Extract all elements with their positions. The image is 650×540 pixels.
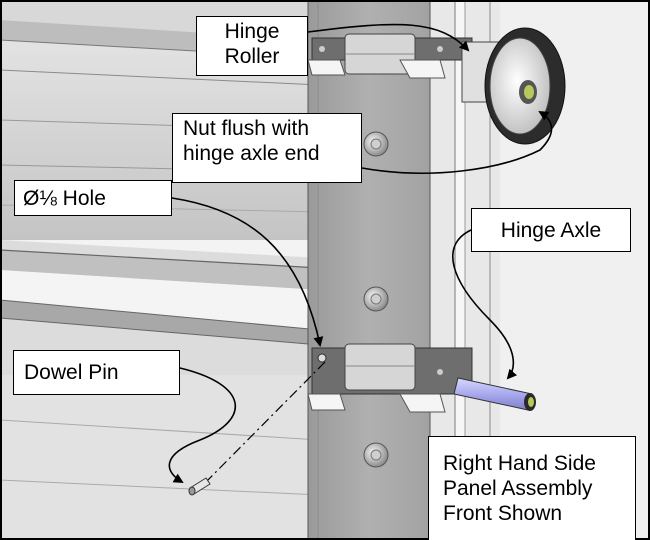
lower-hinge (307, 343, 473, 413)
leader-hinge-axle (452, 229, 518, 380)
callout-hinge-roller-line-1: Hinge (224, 20, 280, 43)
leader-nut-flush (361, 110, 553, 174)
callout-hinge-axle-line-1: Hinge Axle (500, 219, 602, 242)
bolt-heads (363, 131, 389, 468)
callout-hinge-roller-line-2: Roller (224, 45, 280, 68)
callout-hinge-roller: Hinge Roller (196, 16, 308, 76)
callout-assembly-note-line-1: Right Hand Side (443, 452, 596, 475)
callout-hole-line-1: Ø⅛ Hole (23, 187, 106, 210)
callout-dowel-pin: Dowel Pin (13, 350, 180, 395)
dowel-pin (188, 361, 326, 496)
hinge-axle (453, 377, 536, 411)
callout-hole: Ø⅛ Hole (14, 180, 172, 216)
leader-lines (168, 23, 553, 484)
leader-dowel-pin (168, 367, 237, 484)
lower-rail (0, 240, 321, 540)
upper-hinge (307, 33, 473, 79)
callout-assembly-note: Right Hand Side Panel Assembly Front Sho… (428, 436, 636, 540)
callout-hinge-axle: Hinge Axle (471, 208, 631, 252)
callout-nut-flush-line-1: Nut flush with (183, 117, 310, 140)
callout-assembly-note-line-2: Panel Assembly (443, 477, 593, 500)
callout-nut-flush: Nut flush with hinge axle end (172, 113, 362, 183)
callout-dowel-pin-line-1: Dowel Pin (24, 361, 119, 384)
callout-assembly-note-line-3: Front Shown (443, 502, 563, 525)
callout-nut-flush-line-2: hinge axle end (183, 142, 320, 165)
leader-hole (171, 197, 324, 347)
leader-hinge-roller (307, 23, 470, 52)
